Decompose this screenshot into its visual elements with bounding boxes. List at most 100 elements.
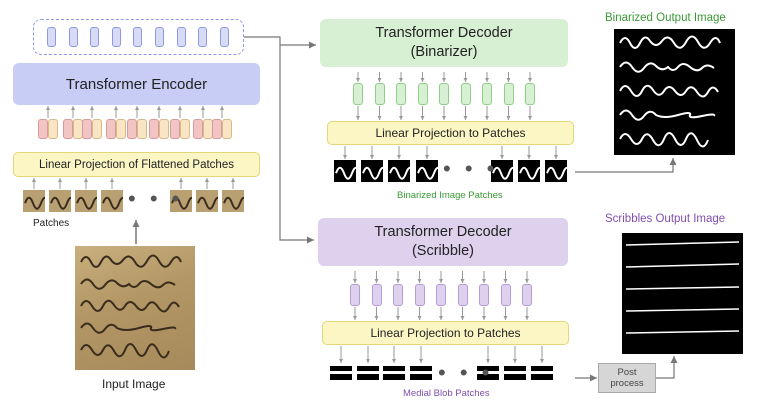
encoder-output-token — [155, 27, 164, 47]
medial-blob-patch — [410, 364, 432, 382]
binarized-patch — [545, 160, 567, 182]
scribble-decoder-title: Transformer Decoder — [374, 224, 512, 240]
scribble-output-token — [522, 284, 532, 306]
position-embedding-token — [38, 119, 48, 139]
encoder-to-scribble-arrow — [279, 45, 314, 244]
encoder-to-binarizer-arrow — [244, 36, 316, 49]
patches-label: Patches — [33, 218, 70, 229]
medial-blob-patches-label: Medial Blob Patches — [403, 388, 490, 399]
scribble-output-token — [436, 284, 446, 306]
position-embedding-token — [63, 119, 73, 139]
binarizer-decoder-subtitle: (Binarizer) — [410, 44, 478, 60]
binarizer-output-token — [439, 83, 449, 105]
scribble-projection-label: Linear Projection to Patches — [370, 326, 521, 340]
ellipsis-dots: • • • — [128, 186, 184, 211]
scribbles-output-image — [622, 233, 743, 354]
medial-blob-patch — [477, 364, 499, 382]
binarizer-projection-block: Linear Projection to Patches — [327, 121, 574, 145]
binarized-patch — [416, 160, 438, 182]
scribble-decoder-subtitle: (Scribble) — [411, 243, 475, 259]
binarized-patches-to-output-arrow — [575, 158, 677, 173]
binarized-patch — [388, 160, 410, 182]
medial-blob-patch — [383, 364, 405, 382]
binarizer-output-token — [525, 83, 535, 105]
scribble-lines-sketch — [625, 241, 740, 334]
input-image — [75, 246, 195, 370]
encoder-output-token — [90, 27, 100, 47]
scribble-output-token — [479, 284, 489, 306]
scribble-output-token — [414, 284, 425, 306]
position-embedding-token — [106, 119, 116, 139]
input-patch — [170, 190, 192, 212]
encoder-output-token — [133, 27, 143, 47]
scribbles-output-title: Scribbles Output Image — [605, 213, 726, 225]
input-patch — [49, 190, 71, 212]
patch-embedding-token — [222, 119, 232, 139]
scribble-output-token — [371, 284, 382, 306]
scribble-output-token — [393, 284, 403, 306]
binarized-handwriting-sketch — [619, 35, 721, 148]
binarized-image-patches-label: Binarized Image Patches — [397, 190, 503, 201]
medial-blob-patch — [357, 364, 379, 382]
position-embedding-token — [193, 119, 203, 139]
scribble-projection-block: Linear Projection to Patches — [322, 321, 569, 345]
medial-blob-patch — [531, 364, 553, 382]
input-patch — [23, 190, 45, 212]
position-embedding-token — [170, 119, 180, 139]
binarizer-output-token — [460, 83, 471, 105]
binarized-patch — [334, 160, 356, 182]
position-embedding-token — [212, 119, 222, 139]
input-patch — [101, 190, 123, 212]
encoder-output-token — [219, 27, 229, 47]
binarizer-decoder-block: Transformer Decoder (Binarizer) — [320, 19, 568, 67]
medial-blob-patch — [330, 364, 352, 382]
patch-embedding-token — [159, 119, 169, 139]
flattened-patch-projection-block: Linear Projection of Flattened Patches — [13, 152, 260, 177]
encoder-output-token — [198, 27, 208, 47]
input-patch — [222, 190, 244, 212]
input-patch — [75, 190, 97, 212]
binarizer-projection-label: Linear Projection to Patches — [375, 126, 526, 140]
encoder-output-token — [176, 27, 186, 47]
handwriting-sketch — [80, 254, 182, 359]
binarized-patch — [518, 160, 540, 182]
patch-embedding-token — [116, 119, 126, 139]
patch-embedding-token — [180, 119, 190, 139]
scribble-output-token — [350, 284, 360, 306]
post-process-line2: process — [610, 378, 644, 389]
binarized-patch — [361, 160, 383, 182]
position-embedding-token — [127, 119, 137, 139]
input-image-label: Input Image — [102, 377, 166, 391]
encoder-output-token — [47, 27, 56, 47]
binarizer-output-token — [374, 83, 385, 105]
medial-blob-patch — [504, 364, 526, 382]
binarizer-output-token — [353, 83, 363, 105]
encoder-output-token — [111, 27, 121, 47]
encoder-output-token — [68, 27, 78, 47]
ellipsis-dots: • • • — [438, 360, 494, 385]
binarizer-output-token — [417, 83, 428, 105]
position-embedding-token — [149, 119, 159, 139]
binarizer-decoder-title: Transformer Decoder — [375, 25, 513, 41]
binarized-patch — [491, 160, 513, 182]
ellipsis-dots: • • • — [443, 156, 499, 181]
encoder-output-token-group — [33, 19, 244, 55]
post-process-line1: Post — [617, 367, 637, 378]
scribble-output-token — [500, 284, 511, 306]
scribble-output-token — [457, 284, 468, 306]
patch-embedding-token — [137, 119, 147, 139]
binarizer-output-token — [396, 83, 406, 105]
postprocess-to-scribble-output-arrow — [656, 356, 678, 379]
binarized-output-title: Binarized Output Image — [605, 12, 726, 24]
transformer-encoder-title: Transformer Encoder — [65, 75, 208, 93]
position-embedding-token — [82, 119, 92, 139]
input-patch — [196, 190, 218, 212]
patch-embedding-token — [48, 119, 58, 139]
binarizer-output-token — [482, 83, 492, 105]
binarizer-output-token — [503, 83, 514, 105]
scribble-decoder-block: Transformer Decoder (Scribble) — [318, 218, 568, 266]
transformer-encoder-block: Transformer Encoder — [13, 63, 260, 105]
patch-embedding-token — [92, 119, 102, 139]
post-process-block: Post process — [598, 363, 656, 393]
flattened-patch-projection-label: Linear Projection of Flattened Patches — [39, 158, 234, 171]
